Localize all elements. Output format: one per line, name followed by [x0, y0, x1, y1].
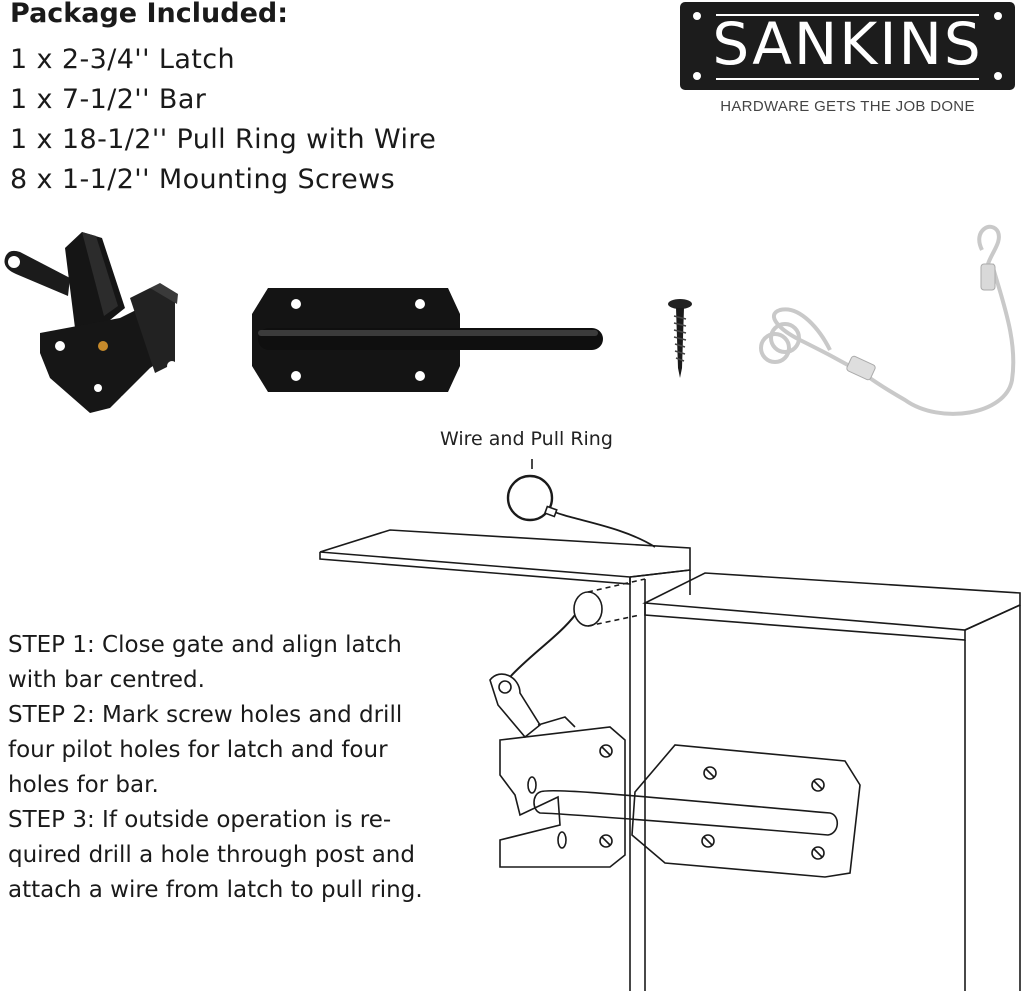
step-3-text: : If outside operation is re-quired dril… [8, 807, 423, 903]
package-item-latch: 1 x 2-3/4'' Latch [10, 44, 236, 75]
wire-pull-ring-label: Wire and Pull Ring [440, 428, 613, 450]
installation-diagram [319, 459, 1021, 991]
logo-screw-icon [994, 12, 1002, 20]
step-2-text: : Mark screw holes and drill four pilot … [8, 702, 403, 798]
package-list: 1 x 2-3/4'' Latch 1 x 7-1/2'' Bar 1 x 18… [10, 40, 436, 200]
step-1-text: : Close gate and align latch with bar ce… [8, 632, 402, 693]
package-item-bar: 1 x 7-1/2'' Bar [10, 84, 207, 115]
step-2: STEP 2: Mark screw holes and drill four … [8, 698, 428, 803]
logo-screw-icon [994, 72, 1002, 80]
brand-name: SANKINS [712, 10, 983, 78]
logo-screw-icon [693, 12, 701, 20]
package-item-pull-ring: 1 x 18-1/2'' Pull Ring with Wire [10, 124, 437, 155]
step-1: STEP 1: Close gate and align latch with … [8, 628, 428, 698]
logo-rule-top [716, 14, 979, 16]
logo-screw-icon [693, 72, 701, 80]
pull-ring-wire-icon [759, 224, 1016, 416]
package-item-screws: 8 x 1-1/2'' Mounting Screws [10, 164, 396, 195]
step-2-label: STEP 2 [8, 702, 87, 728]
step-1-label: STEP 1 [8, 632, 87, 658]
bar-icon [252, 288, 603, 392]
latch-icon [4, 232, 178, 413]
brand-tagline: HARDWARE GETS THE JOB DONE [720, 98, 975, 115]
screw-icon [668, 299, 692, 378]
installation-steps: STEP 1: Close gate and align latch with … [8, 628, 428, 908]
package-title: Package Included: [10, 0, 289, 29]
step-3-label: STEP 3 [8, 807, 87, 833]
step-3: STEP 3: If outside operation is re-quire… [8, 803, 428, 908]
logo-rule-bottom [716, 78, 979, 80]
brand-logo: SANKINS [680, 2, 1015, 90]
